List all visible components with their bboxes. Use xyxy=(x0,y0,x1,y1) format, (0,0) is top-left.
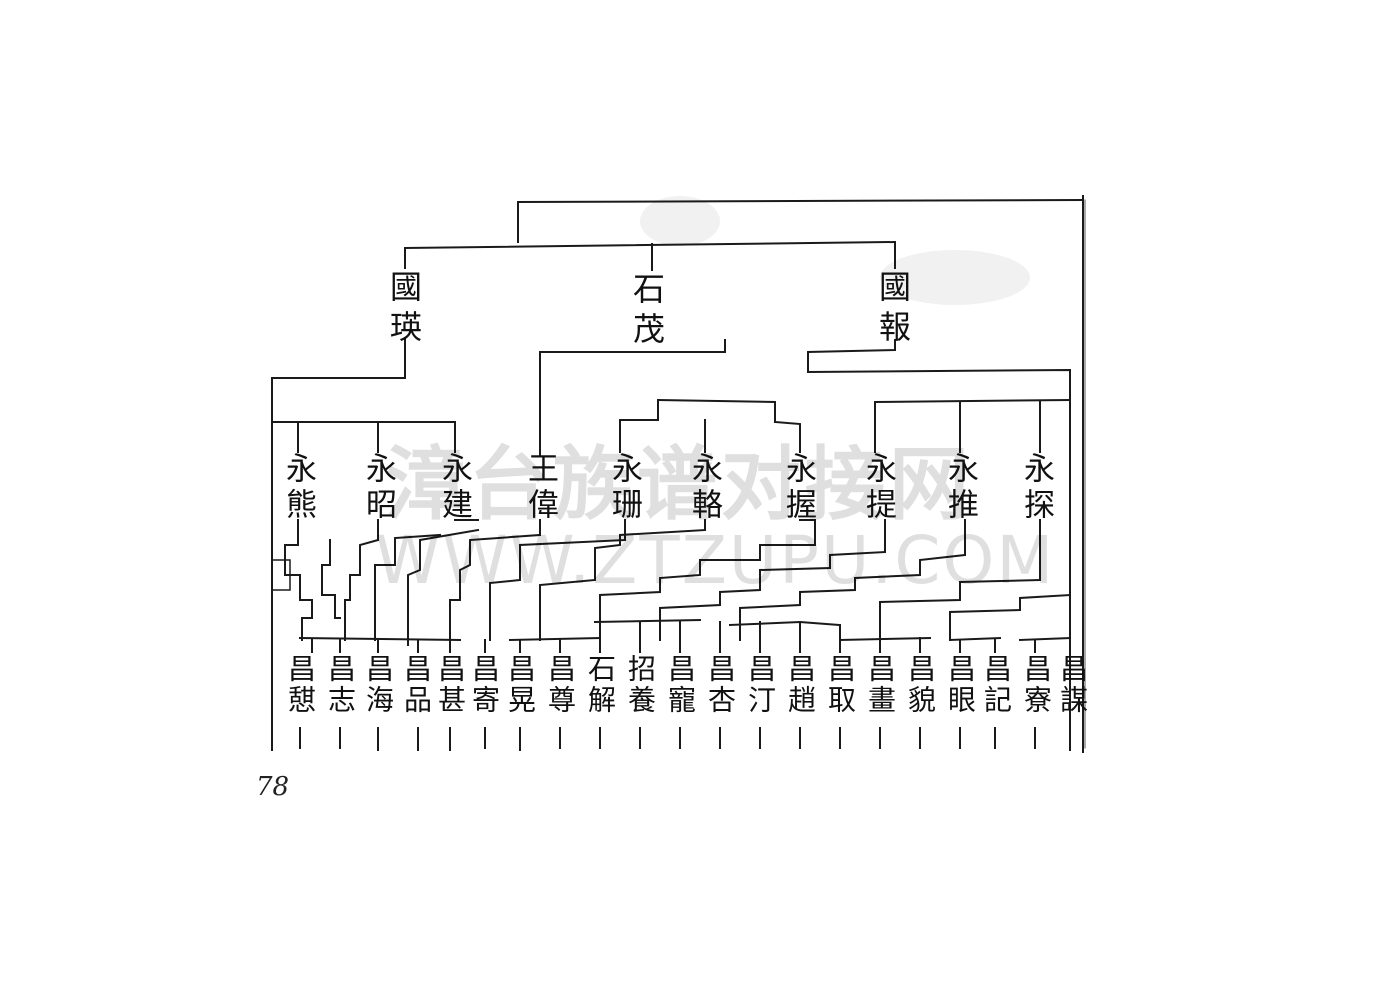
gen2-name: 永提 xyxy=(860,452,896,524)
gen3-name: 昌寮 xyxy=(1020,654,1053,716)
gen3-name: 昌晃 xyxy=(504,654,537,716)
gen2-name: 永昭 xyxy=(360,452,396,524)
gen3-name: 招養 xyxy=(624,654,657,716)
gen3-name: 昌品 xyxy=(400,654,433,716)
gen3-name: 昌趙 xyxy=(784,654,817,716)
gen3-name: 昌寄 xyxy=(468,654,501,716)
gen2-name: 永探 xyxy=(1018,452,1054,524)
gen3-name: 昌杏 xyxy=(704,654,737,716)
gen3-name: 昌寵 xyxy=(664,654,697,716)
gen2-name: 王偉 xyxy=(522,452,558,524)
page-number: 78 xyxy=(256,772,290,802)
gen1-name: 國報 xyxy=(874,270,912,350)
gen2-name: 永輅 xyxy=(686,452,722,524)
gen3-name: 昌志 xyxy=(324,654,357,716)
paper-stain xyxy=(640,196,720,246)
gen3-name: 石解 xyxy=(584,654,617,716)
gen3-name: 昌記 xyxy=(980,654,1013,716)
gen3-name: 昌眼 xyxy=(944,654,977,716)
gen2-name: 永握 xyxy=(780,452,816,524)
gen2-name: 永熊 xyxy=(280,452,316,524)
gen2-name: 永珊 xyxy=(606,452,642,524)
paper-stain xyxy=(880,250,1030,305)
gen3-name: 昌汀 xyxy=(744,654,777,716)
gen3-name: 昌取 xyxy=(824,654,857,716)
gen3-name: 昌甚 xyxy=(434,654,467,716)
gen3-name: 昌海 xyxy=(362,654,395,716)
gen3-name: 昌尊 xyxy=(544,654,577,716)
gen1-name: 國瑛 xyxy=(385,270,423,350)
gen1-name: 石茂 xyxy=(628,272,666,352)
gen3-name: 昌憇 xyxy=(284,654,317,716)
gen2-name: 永推 xyxy=(942,452,978,524)
gen3-name: 昌謀 xyxy=(1056,654,1089,716)
gen2-name: 永建 xyxy=(436,452,472,524)
gen3-name: 昌畫 xyxy=(864,654,897,716)
gen3-name: 昌貌 xyxy=(904,654,937,716)
